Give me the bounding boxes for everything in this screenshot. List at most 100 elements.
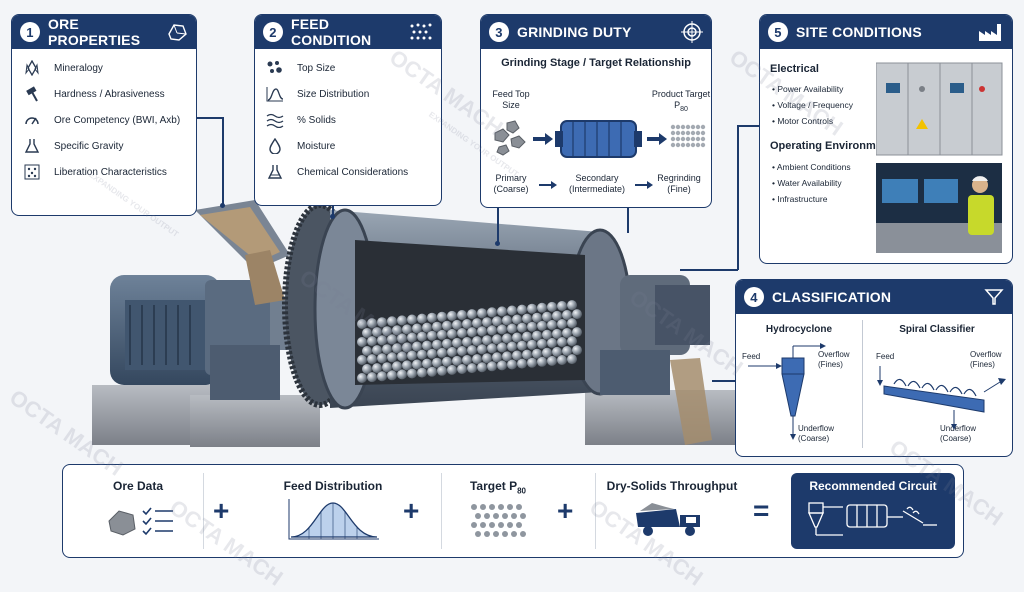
grinding-subtitle: Grinding Stage / Target Relationship [501, 57, 691, 69]
grinding-ball [452, 355, 462, 366]
fine-particle [670, 136, 676, 142]
step-number: 5 [768, 22, 788, 42]
gauge-icon [22, 112, 42, 128]
list-item: % Solids [265, 107, 431, 133]
connector-3-dot [495, 241, 500, 246]
grinding-ball [362, 346, 372, 356]
ore-data-label: Ore Data [112, 479, 164, 493]
step-number: 2 [263, 22, 283, 42]
fine-particle [685, 124, 691, 130]
feed-chute [195, 200, 290, 305]
classification-panel: 4 CLASSIFICATION Hydrocyclone Feed Overf… [735, 279, 1013, 457]
grinding-ball [552, 310, 562, 321]
fine-particle [695, 142, 701, 148]
grinding-duty-header: 3 GRINDING DUTY [481, 15, 711, 49]
grinding-ball [477, 362, 487, 373]
connector-3 [497, 205, 499, 243]
item-label: Mineralogy [54, 62, 103, 74]
fine-particle [675, 136, 681, 142]
target-label: Target P80 [469, 479, 527, 496]
plus-operator: + [403, 495, 420, 526]
grinding-ball [392, 325, 402, 336]
spiral-classifier-diagram [877, 366, 1006, 430]
grinding-ball [377, 353, 387, 364]
grinding-ball [452, 337, 462, 348]
fine-particle [700, 124, 706, 130]
connector-2-dot [330, 214, 335, 219]
grinding-ball [512, 350, 522, 361]
panel-title: FEED CONDITION [291, 16, 372, 48]
filter-funnel-icon [984, 287, 1004, 307]
grinding-ball [447, 364, 457, 375]
list-item: Hardness / Abrasiveness [22, 81, 186, 107]
recommended-circuit-label: Recommended Circuit [809, 479, 937, 493]
grinding-ball [387, 334, 397, 345]
grinding-ball [507, 359, 517, 370]
item-label: Chemical Considerations [297, 166, 409, 178]
grinding-ball [377, 317, 387, 328]
target-particle [520, 531, 526, 538]
panel-title: GRINDING DUTY [517, 24, 632, 40]
pedestal-right [600, 350, 670, 395]
summary-bar: Ore Data + Feed Distribution + Target P8… [62, 464, 964, 558]
spiral-overflow-label: Overflow (Fines) [970, 350, 1002, 369]
grinding-ball [387, 370, 397, 381]
grinding-ball [547, 355, 557, 366]
item-label: Specific Gravity [54, 140, 124, 152]
foundation-mid [190, 395, 320, 447]
grinding-ball [517, 340, 527, 351]
grinding-ball [497, 342, 507, 353]
grinding-ball [417, 367, 427, 378]
hydrocyclone-diagram [748, 343, 826, 440]
circuit-diagram-icon [808, 502, 937, 536]
control-room-image [876, 163, 1002, 253]
fine-particle [675, 124, 681, 130]
fine-particle [670, 124, 676, 130]
grinding-ball [477, 308, 487, 319]
stage-regrinding: Regrinding (Fine) [657, 173, 701, 194]
particles-icon [265, 60, 285, 76]
grinding-ball [397, 333, 407, 344]
panel-title: CLASSIFICATION [772, 289, 892, 305]
flask-icon [265, 164, 285, 180]
grinding-ball [397, 315, 407, 326]
item-label: Hardness / Abrasiveness [54, 88, 165, 100]
list-item: • Power Availability [772, 84, 844, 94]
grinding-ball [467, 327, 477, 338]
grinding-ball [467, 345, 477, 356]
grinding-ball [437, 311, 447, 322]
stage-primary: Primary (Coarse) [493, 173, 529, 194]
throughput-label: Dry-Solids Throughput [606, 479, 738, 493]
fine-particle [675, 142, 681, 148]
list-item: • Ambient Conditions [772, 162, 851, 172]
grinding-ball [407, 314, 417, 325]
item-label: Ore Competency (BWI, Axb) [54, 114, 181, 126]
fine-particle [680, 124, 686, 130]
list-item: Ore Competency (BWI, Axb) [22, 107, 186, 133]
coarse-rocks-icon [494, 120, 526, 156]
grinding-ball [367, 372, 377, 383]
grinding-ball [457, 310, 467, 320]
target-particle [507, 504, 513, 511]
item-label: Liberation Characteristics [54, 166, 167, 178]
flask-icon [22, 138, 42, 154]
grinding-ball [457, 328, 467, 338]
grinding-ball [357, 355, 367, 365]
feed-condition-header: 2 FEED CONDITION [255, 15, 441, 49]
fine-particle [695, 124, 701, 130]
grinding-ball [437, 347, 447, 358]
grinding-ball [482, 335, 492, 346]
grinding-ball [427, 366, 437, 377]
grinding-ball [357, 319, 367, 329]
grinding-ball [537, 338, 547, 349]
grinding-ball [487, 361, 497, 372]
pedestal-left [210, 345, 280, 400]
fine-particles-icon [670, 124, 706, 148]
item-label: Size Distribution [297, 88, 370, 100]
fine-particle [675, 130, 681, 136]
grinding-ball [372, 363, 382, 374]
grinding-ball [412, 341, 422, 352]
discharge-trommel [620, 275, 712, 445]
panel-title: ORE PROPERTIES [48, 16, 141, 48]
fine-particle [695, 130, 701, 136]
